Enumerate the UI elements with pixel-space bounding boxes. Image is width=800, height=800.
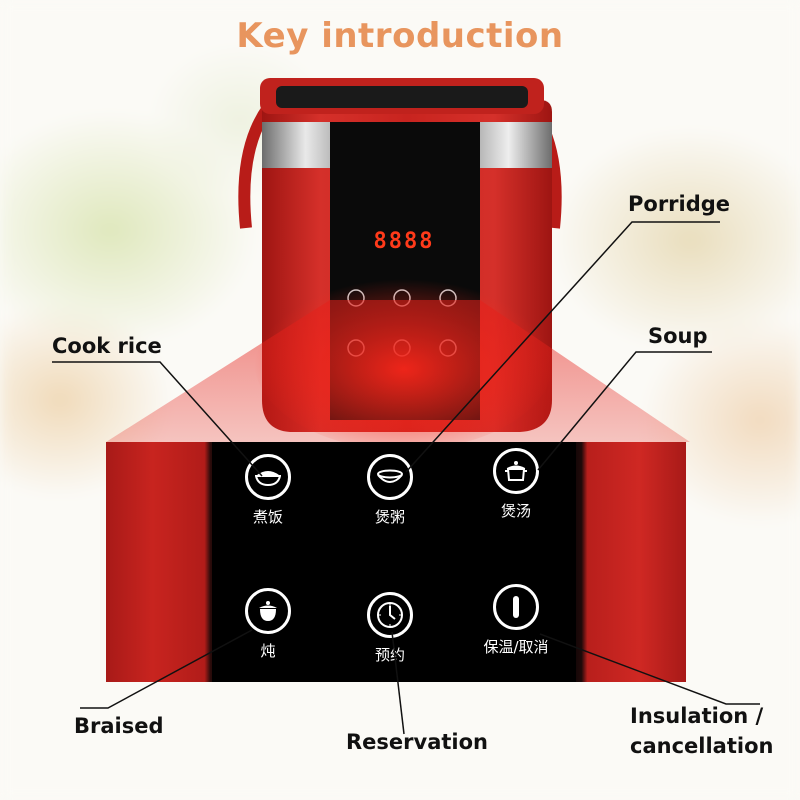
callout-insulation-line1: Insulation / xyxy=(630,704,764,728)
braised-label: 炖 xyxy=(260,642,276,660)
display-digits: 8888 xyxy=(374,229,435,254)
porridge-label: 煲粥 xyxy=(374,508,405,526)
callout-braised: Braised xyxy=(74,714,164,738)
clock-icon xyxy=(377,602,403,628)
callout-soup: Soup xyxy=(648,324,708,348)
insulation-cancel-label: 保温/取消 xyxy=(483,638,549,656)
cook-rice-button[interactable]: 煮饭 xyxy=(240,454,296,527)
callout-porridge: Porridge xyxy=(628,192,731,216)
callout-cook-rice: Cook rice xyxy=(52,334,162,358)
power-icon xyxy=(513,596,519,618)
soup-button[interactable]: 煲汤 xyxy=(488,448,544,521)
cook-rice-label: 煮饭 xyxy=(252,508,283,526)
callout-insulation-line2: cancellation xyxy=(630,734,774,758)
braised-leader xyxy=(80,629,253,709)
soup-leader xyxy=(537,351,712,471)
porridge-button[interactable]: 煲粥 xyxy=(362,454,418,527)
page-title: Key introduction xyxy=(236,16,564,56)
reservation-leader xyxy=(391,631,405,735)
stew-pot-icon xyxy=(259,601,277,621)
soup-pot-icon xyxy=(505,461,527,481)
rice-bowl-icon xyxy=(255,471,281,487)
porridge-bowl-icon xyxy=(377,469,403,483)
soup-label: 煲汤 xyxy=(500,502,531,520)
reservation-label: 预约 xyxy=(374,646,405,664)
zoom-beam xyxy=(106,300,690,442)
handle-left xyxy=(238,104,273,229)
cook-rice-leader xyxy=(52,361,263,477)
insulation-cancel-button[interactable]: 保温/取消 xyxy=(483,584,549,657)
reservation-button[interactable]: 预约 xyxy=(362,592,418,665)
braised-button[interactable]: 炖 xyxy=(240,588,296,661)
porridge-leader xyxy=(405,221,720,473)
callout-reservation: Reservation xyxy=(346,730,488,754)
insulation-leader xyxy=(539,633,760,705)
